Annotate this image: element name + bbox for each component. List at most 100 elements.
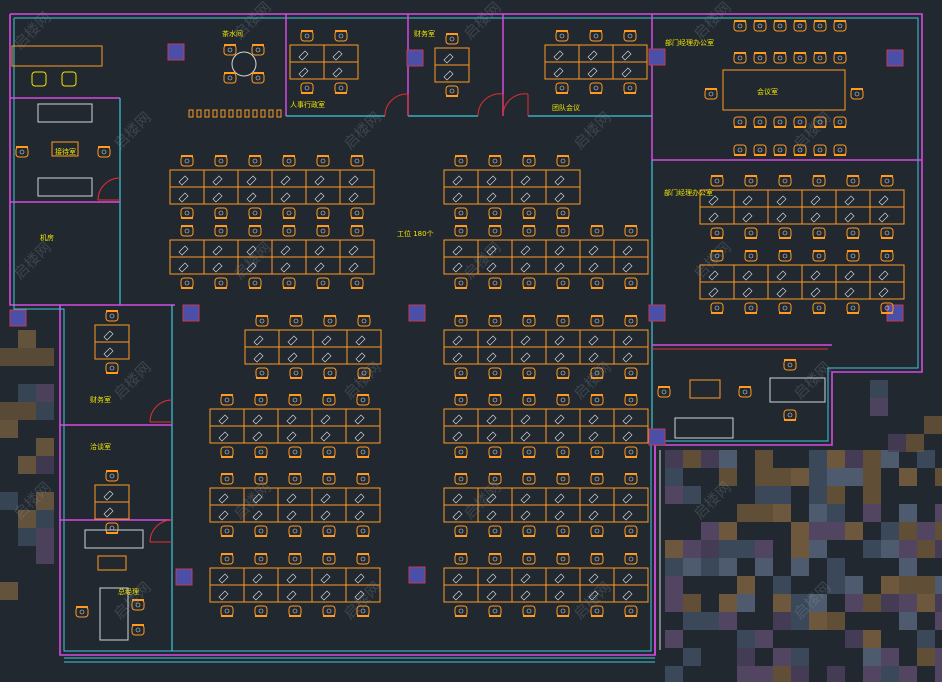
- exterior-pixel: [0, 582, 18, 600]
- pc-monitor: [878, 195, 889, 206]
- pc-monitor: [246, 245, 257, 256]
- reception-desk: [11, 45, 103, 67]
- exterior-pixel: [755, 540, 773, 558]
- exterior-pixel: [36, 384, 54, 402]
- pc-monitor: [280, 262, 291, 273]
- pc-monitor: [212, 192, 223, 203]
- chair-seat: [714, 178, 720, 184]
- chair-seat: [661, 389, 667, 395]
- pc-monitor: [354, 493, 365, 504]
- chair-seat: [258, 556, 264, 562]
- pc-monitor: [486, 510, 497, 521]
- chair-seat: [354, 210, 360, 216]
- chair-seat: [354, 158, 360, 164]
- pc-monitor: [452, 590, 463, 601]
- chair-seat: [304, 85, 310, 91]
- pc-monitor: [286, 493, 297, 504]
- door-swing: [149, 399, 173, 423]
- chair-seat: [714, 253, 720, 259]
- pc-monitor: [520, 192, 531, 203]
- chair-seat: [782, 178, 788, 184]
- label-meeting-small: 团队会议: [552, 103, 580, 112]
- exterior-pixel: [935, 522, 942, 540]
- exterior-pixel: [719, 468, 737, 486]
- exterior-pixel: [881, 522, 899, 540]
- chair-seat: [320, 210, 326, 216]
- exterior-pixel: [917, 630, 935, 648]
- chair-seat: [79, 609, 85, 615]
- pc-monitor: [486, 245, 497, 256]
- pc-monitor: [320, 493, 331, 504]
- exterior-pixel: [899, 612, 917, 630]
- chair-seat: [492, 608, 498, 614]
- pc-monitor: [287, 352, 298, 363]
- chair-seat: [458, 528, 464, 534]
- chair-seat: [628, 476, 634, 482]
- chair-seat: [628, 449, 634, 455]
- chair-seat: [526, 280, 532, 286]
- pc-monitor: [178, 175, 189, 186]
- exterior-pixel: [791, 468, 809, 486]
- stool: [236, 109, 242, 118]
- pc-monitor: [246, 192, 257, 203]
- exterior-pixel: [935, 648, 942, 666]
- coffee-table: [97, 555, 127, 571]
- pc-monitor: [554, 510, 565, 521]
- pc-monitor: [246, 262, 257, 273]
- workstation-cluster: [544, 30, 648, 94]
- exterior-pixel: [809, 468, 827, 486]
- chair-seat: [816, 253, 822, 259]
- chair-seat: [354, 228, 360, 234]
- chair-seat: [526, 210, 532, 216]
- chair-seat: [327, 318, 333, 324]
- exterior-pixel: [809, 612, 827, 630]
- chair-seat: [559, 33, 565, 39]
- pc-monitor: [320, 573, 331, 584]
- exterior-pixel: [701, 522, 719, 540]
- workstation-cluster: [289, 30, 359, 94]
- chair-seat: [184, 210, 190, 216]
- exterior-pixel: [917, 648, 935, 666]
- exterior-pixel: [845, 522, 863, 540]
- exterior-pixel: [791, 558, 809, 576]
- pc-monitor: [520, 335, 531, 346]
- pc-monitor: [622, 262, 633, 273]
- coffee-table: [689, 379, 721, 399]
- chair-seat: [458, 228, 464, 234]
- label-finance: 财务室: [414, 29, 435, 38]
- chair-seat: [492, 476, 498, 482]
- chair-seat: [135, 627, 141, 633]
- pc-monitor: [486, 590, 497, 601]
- chair-seat: [560, 228, 566, 234]
- pc-monitor: [742, 195, 753, 206]
- chair-seat: [594, 556, 600, 562]
- exterior-pixels: [0, 330, 942, 682]
- workstation-cluster: [209, 394, 381, 458]
- chair-seat: [797, 119, 803, 125]
- exterior-pixel: [863, 504, 881, 522]
- pc-monitor: [878, 212, 889, 223]
- exterior-pixel: [935, 540, 942, 558]
- chair-seat: [817, 55, 823, 61]
- pc-monitor: [218, 510, 229, 521]
- pc-monitor: [314, 192, 325, 203]
- column: [886, 49, 904, 67]
- chair-seat: [224, 608, 230, 614]
- pc-monitor: [520, 431, 531, 442]
- chair-seat: [458, 608, 464, 614]
- workstation-cluster: [434, 33, 470, 97]
- chair-seat: [259, 318, 265, 324]
- pc-monitor: [103, 490, 114, 501]
- exterior-pixel: [737, 576, 755, 594]
- pc-monitor: [348, 175, 359, 186]
- pc-monitor: [587, 50, 598, 61]
- chair-seat: [360, 608, 366, 614]
- exterior-pixel: [665, 468, 683, 486]
- pc-monitor: [587, 67, 598, 78]
- exterior-pixel: [0, 420, 18, 438]
- exterior-pixel: [773, 468, 791, 486]
- label-archive: 机房: [40, 233, 54, 242]
- chair-seat: [628, 280, 634, 286]
- pc-monitor: [553, 67, 564, 78]
- column: [408, 304, 426, 322]
